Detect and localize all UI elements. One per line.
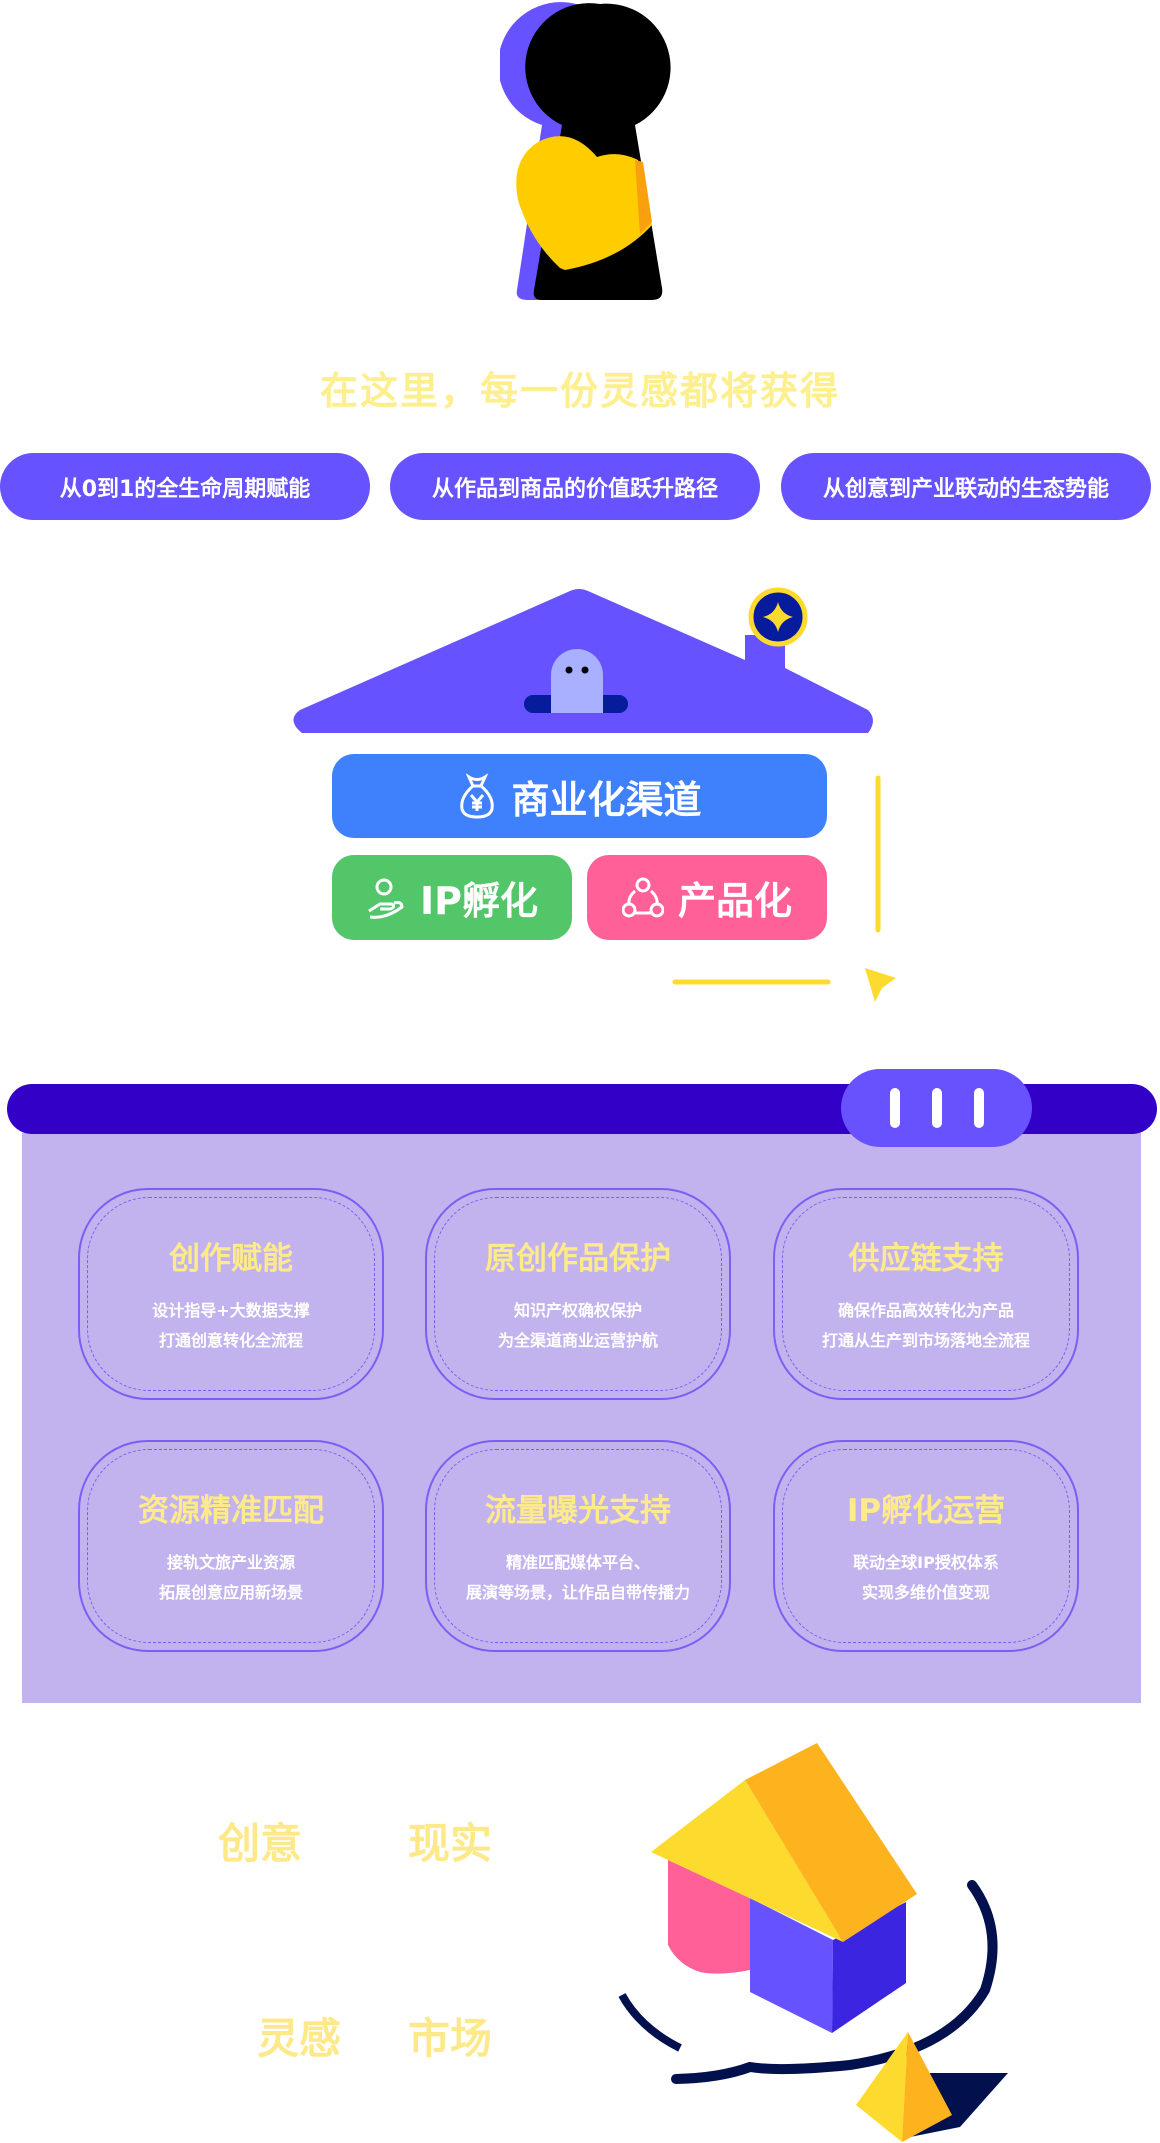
service-card: IP孵化运营联动全球IP授权体系实现多维价值变现 [773,1440,1079,1652]
yellow-arrow-lines [672,775,896,1002]
cursor-arrow-icon [865,968,896,1002]
ip-incubation-block: IP孵化 [332,855,572,940]
card-description-line: 精准匹配媒体平台、 [505,1552,650,1572]
card-dashed-border: 创作赋能设计指导+大数据支撑打通创意转化全流程 [87,1197,375,1391]
ip-incubation-label: IP孵化 [420,879,538,923]
service-card: 供应链支持确保作品高效转化为产品打通从生产到市场落地全流程 [773,1188,1079,1400]
commercial-channel-block: 商业化渠道 [332,754,827,838]
card-dashed-border: 供应链支持确保作品高效转化为产品打通从生产到市场落地全流程 [782,1197,1070,1391]
service-card: 创作赋能设计指导+大数据支撑打通创意转化全流程 [78,1188,384,1400]
nodes-icon [621,877,664,917]
card-description-line: 为全渠道商业运营护航 [497,1330,658,1350]
word-creativity: 创意 [218,1819,303,1868]
card-description-line: 打通创意转化全流程 [158,1330,303,1350]
card-description-line: 打通从生产到市场落地全流程 [821,1330,1030,1350]
card-title: 资源精准匹配 [138,1492,324,1529]
card-title: 原创作品保护 [485,1240,671,1277]
card-description-line: 设计指导+大数据支撑 [152,1300,310,1320]
hand-person-icon [368,878,404,919]
card-dashed-border: 资源精准匹配接轨文旅产业资源拓展创意应用新场景 [87,1449,375,1643]
service-card: 资源精准匹配接轨文旅产业资源拓展创意应用新场景 [78,1440,384,1652]
card-description-line: 拓展创意应用新场景 [158,1582,303,1602]
card-description-line: 确保作品高效转化为产品 [837,1300,1014,1320]
service-card: 原创作品保护知识产权确权保护为全渠道商业运营护航 [425,1188,731,1400]
keyhole-heart-illustration [500,2,671,300]
money-bag-icon [460,773,495,819]
card-dashed-border: IP孵化运营联动全球IP授权体系实现多维价值变现 [782,1449,1070,1643]
card-dashed-border: 原创作品保护知识产权确权保护为全渠道商业运营护航 [434,1197,722,1391]
commercial-channel-label: 商业化渠道 [511,777,702,822]
card-title: 流量曝光支持 [485,1492,671,1529]
service-card: 流量曝光支持精准匹配媒体平台、展演等场景，让作品自带传播力 [425,1440,731,1652]
pill-ecosystem: 从创意到产业联动的生态势能 [781,453,1151,520]
pill-value-path: 从作品到商品的价值跃升路径 [390,453,760,520]
card-title: IP孵化运营 [846,1492,1006,1529]
word-reality: 现实 [408,1819,493,1868]
3d-house-illustration [618,1743,1008,2142]
card-description-line: 知识产权确权保护 [513,1300,642,1320]
headline: 在这里，每一份灵感都将获得 [319,369,840,413]
productization-label: 产品化 [677,879,792,923]
card-description-line: 联动全球IP授权体系 [853,1552,999,1572]
services-panel [22,1133,1141,1703]
card-description-line: 实现多维价值变现 [861,1582,990,1602]
panel-handle [841,1069,1032,1147]
card-description-line: 接轨文旅产业资源 [166,1552,295,1572]
card-description-line: 展演等场景，让作品自带传播力 [465,1582,690,1602]
productization-block: 产品化 [587,855,827,940]
roof-illustration [293,587,873,733]
card-title: 供应链支持 [848,1240,1004,1277]
word-market: 市场 [408,2014,493,2063]
card-title: 创作赋能 [169,1240,293,1277]
pill-lifecycle: 从0到1的全生命周期赋能 [0,453,370,520]
word-inspiration: 灵感 [257,2014,342,2063]
star-badge-icon [748,587,808,647]
card-dashed-border: 流量曝光支持精准匹配媒体平台、展演等场景，让作品自带传播力 [434,1449,722,1643]
